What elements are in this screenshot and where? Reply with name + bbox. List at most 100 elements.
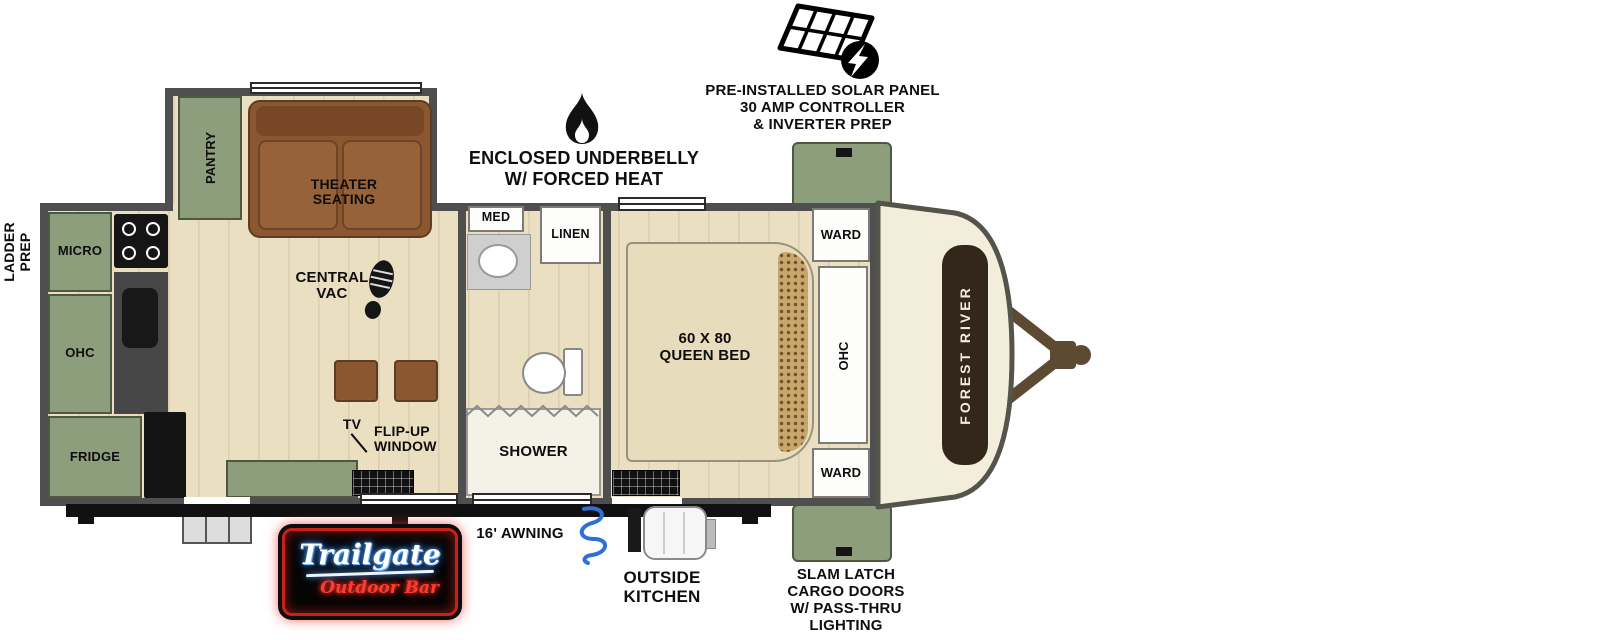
cargo-latch-icon	[836, 148, 852, 157]
ward-front-label: WARD	[820, 227, 862, 242]
bed-pillows	[778, 252, 808, 452]
step-divider	[205, 512, 207, 542]
trailgate-outdoor-bar-sign: Trailgate Outdoor Bar	[282, 528, 458, 616]
entry-door-opening	[184, 497, 250, 507]
micro-label: MICRO	[57, 243, 103, 258]
solar-note-line2: 30 AMP CONTROLLER	[739, 99, 906, 116]
bed-label-line1: 60 X 80	[678, 330, 732, 347]
outside-kitchen-line2: KITCHEN	[623, 587, 701, 606]
solar-panel-icon	[777, 3, 879, 79]
pantry-cabinet: PANTRY	[178, 96, 242, 220]
step-divider	[228, 512, 230, 542]
flame-icon	[565, 90, 599, 144]
cargo-doors-note: SLAM LATCH CARGO DOORS W/ PASS-THRU LIGH…	[770, 566, 922, 634]
shower-label: SHOWER	[499, 443, 568, 460]
bedroom-window	[618, 197, 706, 211]
ward-rear-label: WARD	[820, 465, 862, 480]
wardrobe-rear	[812, 448, 870, 498]
slideout-window	[250, 82, 422, 94]
linen-cabinet	[540, 206, 601, 264]
theater-seating-label: THEATER SEATING	[296, 177, 392, 207]
fridge-cabinet	[48, 416, 142, 498]
queen-bed	[626, 242, 814, 462]
forest-river-label: FOREST RIVER	[957, 285, 973, 425]
solar-note-line3: & INVERTER PREP	[753, 116, 892, 133]
ottoman	[394, 360, 438, 402]
underbelly-note-line1: ENCLOSED UNDERBELLY	[468, 148, 700, 168]
cargo-note-line3: W/ PASS-THRU	[790, 600, 902, 617]
med-label: MED	[481, 210, 511, 224]
awning-label: 16' AWNING	[476, 525, 564, 542]
entry-mat	[352, 470, 414, 496]
central-vac-line1: CENTRAL	[295, 269, 369, 286]
sofa-backrest	[256, 106, 424, 136]
cargo-latch-icon	[836, 547, 852, 556]
ottoman	[334, 360, 378, 402]
outside-kitchen-label: OUTSIDE KITCHEN	[604, 568, 720, 606]
footprint-icon	[364, 260, 394, 319]
bath-counter	[467, 234, 531, 290]
griddle-line	[683, 512, 685, 554]
outside-kitchen-bracket	[628, 508, 641, 552]
bath-wall-left	[458, 203, 466, 506]
queen-bed-label: 60 X 80 QUEEN BED	[630, 330, 780, 364]
shower-door-zigzag-icon	[466, 404, 599, 418]
bath-wall-right	[603, 203, 611, 506]
flip-window-line2: WINDOW	[374, 438, 437, 454]
cooktop-burners-icon	[122, 222, 160, 260]
theater-label-line1: THEATER	[310, 176, 378, 192]
fridge-label: FRIDGE	[69, 449, 121, 464]
tv-cabinet	[226, 460, 358, 498]
outside-kitchen-line1: OUTSIDE	[623, 568, 701, 587]
cargo-note-line2: CARGO DOORS	[787, 583, 905, 600]
solar-note-line1: PRE-INSTALLED SOLAR PANEL	[705, 82, 940, 99]
water-hose-icon	[579, 506, 607, 565]
cooktop-icon	[114, 214, 168, 268]
ladder-prep-line2: PREP	[17, 232, 33, 272]
bedroom-overhead-cabinet: OHC	[818, 266, 868, 444]
bedroom-entry-mat	[612, 470, 680, 496]
bath-sink-icon	[478, 244, 518, 278]
underbelly-note: ENCLOSED UNDERBELLY W/ FORCED HEAT	[438, 148, 730, 190]
bed-label-line2: QUEEN BED	[659, 347, 751, 364]
sign-subtitle: Outdoor Bar	[320, 578, 439, 598]
kitchen-sink-icon	[122, 288, 158, 348]
griddle-line	[663, 512, 665, 554]
theater-label-line2: SEATING	[312, 191, 376, 207]
central-vac-line2: VAC	[316, 285, 348, 302]
central-vac-label: CENTRAL VAC	[288, 270, 376, 302]
ohc-kitchen-label: OHC	[65, 345, 95, 360]
kitchen-counter	[114, 272, 168, 414]
fridge-icon	[144, 412, 186, 498]
toilet-tank-icon	[563, 348, 583, 396]
sofa-cushion	[342, 140, 422, 230]
front-cap-panel	[942, 245, 988, 465]
cargo-note-line4: LIGHTING	[809, 617, 883, 634]
underbelly-note-line2: W/ FORCED HEAT	[504, 169, 664, 189]
solar-note: PRE-INSTALLED SOLAR PANEL 30 AMP CONTROL…	[650, 82, 995, 133]
theater-seating-sofa	[248, 100, 432, 238]
pantry-label: PANTRY	[203, 132, 218, 184]
awning-bracket	[78, 517, 94, 524]
sofa-cushion	[258, 140, 338, 230]
front-cap-and-hitch	[875, 200, 1091, 510]
flip-up-window-label: FLIP-UP WINDOW	[374, 424, 456, 454]
bedroom-door-opening	[612, 497, 682, 507]
linen-label: LINEN	[551, 227, 590, 241]
medicine-cabinet	[468, 206, 524, 232]
sign-title: Trailgate	[299, 538, 441, 571]
tv-label: TV	[342, 416, 362, 432]
awning-bracket	[742, 517, 758, 524]
cargo-note-line1: SLAM LATCH	[796, 566, 896, 583]
ladder-prep-line1: LADDER	[1, 222, 17, 282]
toilet-bowl-icon	[522, 352, 566, 394]
ohc-bedroom-label: OHC	[836, 341, 851, 371]
flip-window-line1: FLIP-UP	[374, 423, 430, 439]
kitchen-overhead-cabinet	[48, 294, 112, 414]
wardrobe-front	[812, 208, 870, 262]
microwave-cabinet	[48, 212, 112, 292]
shower-window	[472, 493, 592, 506]
awning-bracket	[392, 517, 408, 524]
ladder-prep-note: LADDER PREP	[1, 210, 35, 294]
